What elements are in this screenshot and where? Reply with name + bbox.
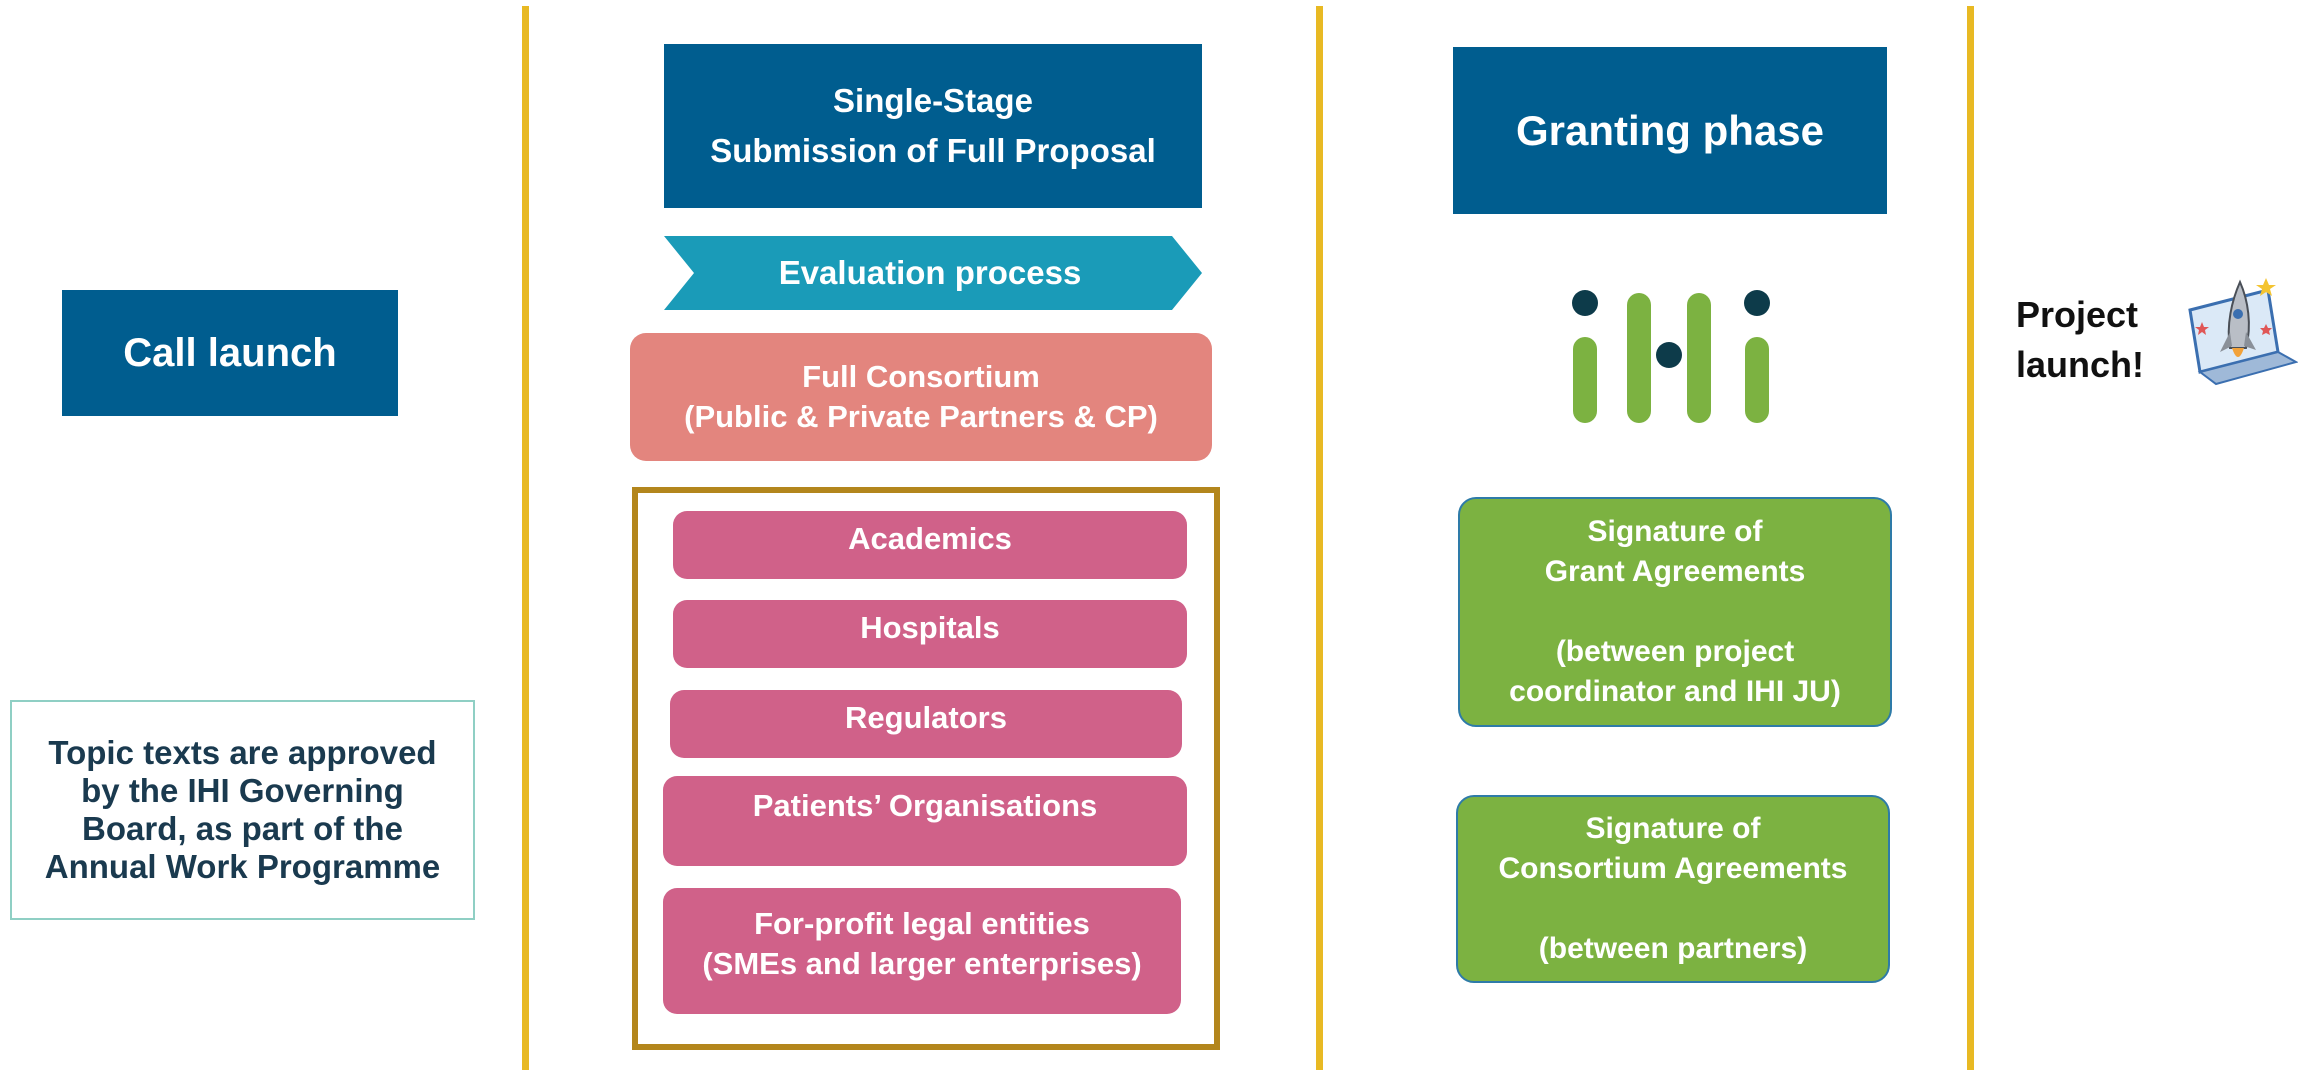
ihi-logo xyxy=(1572,290,1770,423)
grant-agreements-label: Signature of Grant Agreements (between p… xyxy=(1509,515,1841,708)
partner-academics: Academics xyxy=(673,511,1187,579)
topic-approval-note: Topic texts are approved by the IHI Gove… xyxy=(10,700,475,920)
call-launch-box: Call launch xyxy=(62,290,398,416)
full-consortium-box: Full Consortium (Public & Private Partne… xyxy=(630,333,1212,461)
full-consortium-label: Full Consortium (Public & Private Partne… xyxy=(684,359,1158,434)
granting-phase-label: Granting phase xyxy=(1515,106,1825,154)
divider-line-2 xyxy=(1316,6,1323,1070)
partner-regulators: Regulators xyxy=(670,690,1182,758)
project-launch-label: Project launch! xyxy=(2016,294,2145,385)
project-launch-text: Project launch! xyxy=(2016,290,2156,390)
divider-line-3 xyxy=(1967,6,1974,1070)
evaluation-process-label: Evaluation process xyxy=(778,254,1082,291)
evaluation-arrow-shape xyxy=(664,236,1202,310)
consortium-agreements-box: Signature of Consortium Agreements (betw… xyxy=(1456,795,1890,983)
partner-hospitals: Hospitals xyxy=(673,600,1187,668)
partner-label: For-profit legal entities (SMEs and larg… xyxy=(702,906,1142,981)
partners-frame xyxy=(632,487,1220,1050)
submission-box: Single-Stage Submission of Full Proposal xyxy=(664,44,1202,208)
topic-approval-text: Topic texts are approved by the IHI Gove… xyxy=(44,734,441,885)
call-launch-label: Call launch xyxy=(123,330,337,375)
partner-label: Hospitals xyxy=(860,610,1000,645)
partner-label: Patients’ Organisations xyxy=(752,788,1098,823)
partner-for-profit-entities: For-profit legal entities (SMEs and larg… xyxy=(663,888,1181,1014)
consortium-agreements-label: Signature of Consortium Agreements (betw… xyxy=(1498,812,1848,965)
rocket-laptop-icon xyxy=(2188,278,2298,386)
submission-label: Single-Stage Submission of Full Proposal xyxy=(710,82,1156,169)
divider-line-1 xyxy=(522,6,529,1070)
grant-agreements-box: Signature of Grant Agreements (between p… xyxy=(1458,497,1892,727)
granting-phase-box: Granting phase xyxy=(1453,47,1887,214)
partner-label: Academics xyxy=(848,521,1012,556)
partner-patients-organisations: Patients’ Organisations xyxy=(663,776,1187,866)
partner-label: Regulators xyxy=(845,700,1007,735)
